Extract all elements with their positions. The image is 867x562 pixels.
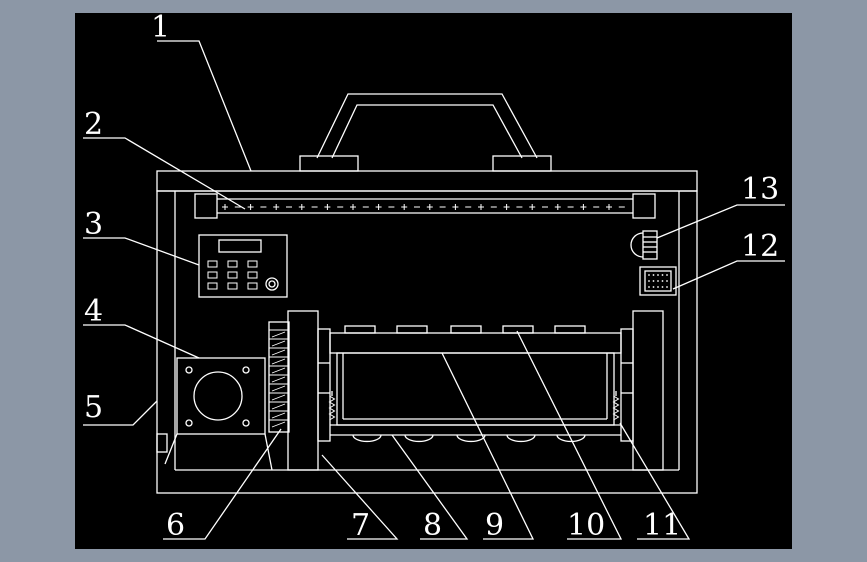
housing	[156, 190, 698, 494]
top-plate	[329, 332, 622, 354]
tray-assembly	[328, 325, 622, 443]
carry-handle	[299, 93, 552, 172]
drawing-canvas: 1 2 3 4 5 6 7 8 9 10 11 12 13	[75, 13, 792, 549]
motor-housing	[176, 357, 266, 435]
scale-rail	[194, 193, 656, 219]
left-support	[287, 310, 331, 471]
label-3: 3	[84, 207, 103, 242]
housing-outer-wall	[156, 190, 698, 494]
left-support-guide	[317, 328, 331, 442]
sensor-dots	[648, 274, 668, 288]
motor	[156, 357, 273, 471]
rail-block-right	[632, 193, 656, 219]
control-panel	[198, 234, 288, 298]
label-8: 8	[423, 508, 442, 543]
label-11: 11	[643, 508, 681, 543]
bottom-rollers	[352, 434, 586, 443]
gear-stack	[268, 321, 290, 433]
fan-grille	[642, 230, 658, 260]
label-2: 2	[84, 107, 103, 142]
fan-housing-arc	[630, 232, 644, 258]
label-12: 12	[741, 229, 779, 264]
label-13: 13	[741, 172, 779, 207]
sensor-unit	[639, 266, 677, 296]
sensor-body	[639, 266, 677, 296]
top-lid	[156, 170, 698, 192]
rail-tick-marks	[222, 204, 625, 210]
label-10: 10	[567, 508, 605, 543]
top-blocks	[344, 325, 586, 334]
fan-unit	[630, 230, 658, 260]
technical-drawing: 1 2 3 4 5 6 7 8 9 10 11 12 13	[83, 13, 785, 543]
rail-block-left	[194, 193, 218, 219]
tray-box	[336, 352, 615, 426]
handle-mount-right	[492, 155, 552, 172]
label-6: 6	[166, 508, 185, 543]
right-support-guide	[620, 328, 634, 442]
left-support-column	[287, 310, 319, 471]
motor-rotor	[193, 371, 243, 421]
leader-lines	[83, 40, 785, 540]
label-5: 5	[84, 390, 103, 425]
label-1: 1	[151, 13, 170, 45]
sensor-window	[644, 270, 672, 292]
part-labels: 1 2 3 4 5 6 7 8 9 10 11 12 13	[84, 13, 779, 543]
gear-teeth	[269, 329, 289, 428]
label-4: 4	[84, 294, 103, 329]
control-panel-body	[198, 234, 288, 298]
handle-mount-left	[299, 155, 359, 172]
control-panel-display	[218, 239, 262, 253]
right-support	[620, 310, 664, 471]
label-9: 9	[485, 508, 504, 543]
control-panel-keypad	[207, 260, 258, 290]
motor-side-plug	[156, 433, 168, 453]
label-7: 7	[351, 508, 370, 543]
control-panel-knob	[265, 277, 279, 291]
right-support-column	[632, 310, 664, 471]
spring-elements	[328, 391, 620, 421]
